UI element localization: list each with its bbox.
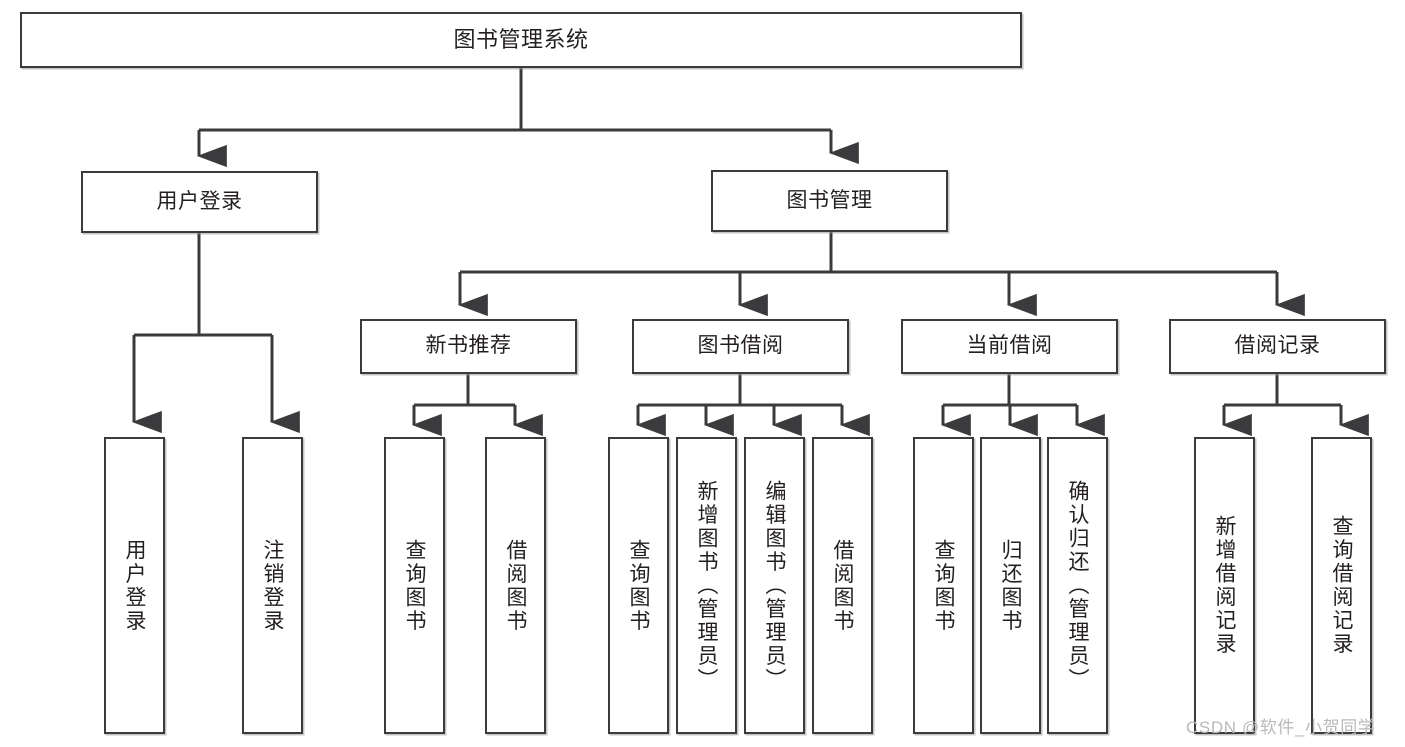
leaf-borrow-book[interactable]: 借阅图书 — [812, 437, 873, 734]
node-label: 编辑图书（管理员） — [763, 479, 786, 692]
node-current-borrow[interactable]: 当前借阅 — [901, 319, 1118, 374]
leaf-borrow-book-recommend[interactable]: 借阅图书 — [485, 437, 546, 734]
node-label: 当前借阅 — [966, 334, 1053, 358]
node-label: 确认归还（管理员） — [1066, 479, 1089, 692]
watermark-text: CSDN @软件_小贺同学 — [1186, 718, 1376, 737]
leaf-confirm-return-admin[interactable]: 确认归还（管理员） — [1047, 437, 1108, 734]
node-borrow-records[interactable]: 借阅记录 — [1169, 319, 1386, 374]
node-label: 图书管理 — [786, 188, 873, 212]
node-label: 查询图书 — [627, 538, 650, 633]
leaf-query-book-recommend[interactable]: 查询图书 — [384, 437, 445, 734]
node-label: 查询图书 — [932, 538, 955, 633]
node-label: 新增借阅记录 — [1213, 515, 1236, 656]
node-label: 借阅记录 — [1234, 334, 1321, 358]
leaf-edit-book-admin[interactable]: 编辑图书（管理员） — [744, 437, 805, 734]
leaf-logout[interactable]: 注销登录 — [242, 437, 303, 734]
leaf-query-book-current[interactable]: 查询图书 — [913, 437, 974, 734]
node-root-system[interactable]: 图书管理系统 — [20, 12, 1022, 68]
leaf-user-login[interactable]: 用户登录 — [104, 437, 165, 734]
leaf-query-borrow-record[interactable]: 查询借阅记录 — [1311, 437, 1372, 734]
node-label: 新书推荐 — [425, 334, 512, 358]
node-label: 查询借阅记录 — [1330, 515, 1353, 656]
leaf-add-book-admin[interactable]: 新增图书（管理员） — [676, 437, 737, 734]
node-new-book-recommend[interactable]: 新书推荐 — [360, 319, 577, 374]
node-book-borrow[interactable]: 图书借阅 — [632, 319, 849, 374]
leaf-query-book-borrow[interactable]: 查询图书 — [608, 437, 669, 734]
node-label: 图书管理系统 — [453, 27, 589, 53]
node-label: 用户登录 — [156, 189, 243, 213]
node-label: 查询图书 — [403, 538, 426, 633]
node-book-management[interactable]: 图书管理 — [711, 170, 948, 232]
node-label: 借阅图书 — [504, 538, 527, 633]
node-user-login[interactable]: 用户登录 — [81, 171, 318, 233]
node-label: 归还图书 — [999, 538, 1022, 633]
node-label: 新增图书（管理员） — [695, 479, 718, 692]
node-label: 图书借阅 — [697, 334, 784, 358]
leaf-return-book[interactable]: 归还图书 — [980, 437, 1041, 734]
node-label: 借阅图书 — [831, 538, 854, 633]
node-label: 注销登录 — [261, 538, 284, 633]
node-label: 用户登录 — [123, 538, 146, 633]
leaf-add-borrow-record[interactable]: 新增借阅记录 — [1194, 437, 1255, 734]
